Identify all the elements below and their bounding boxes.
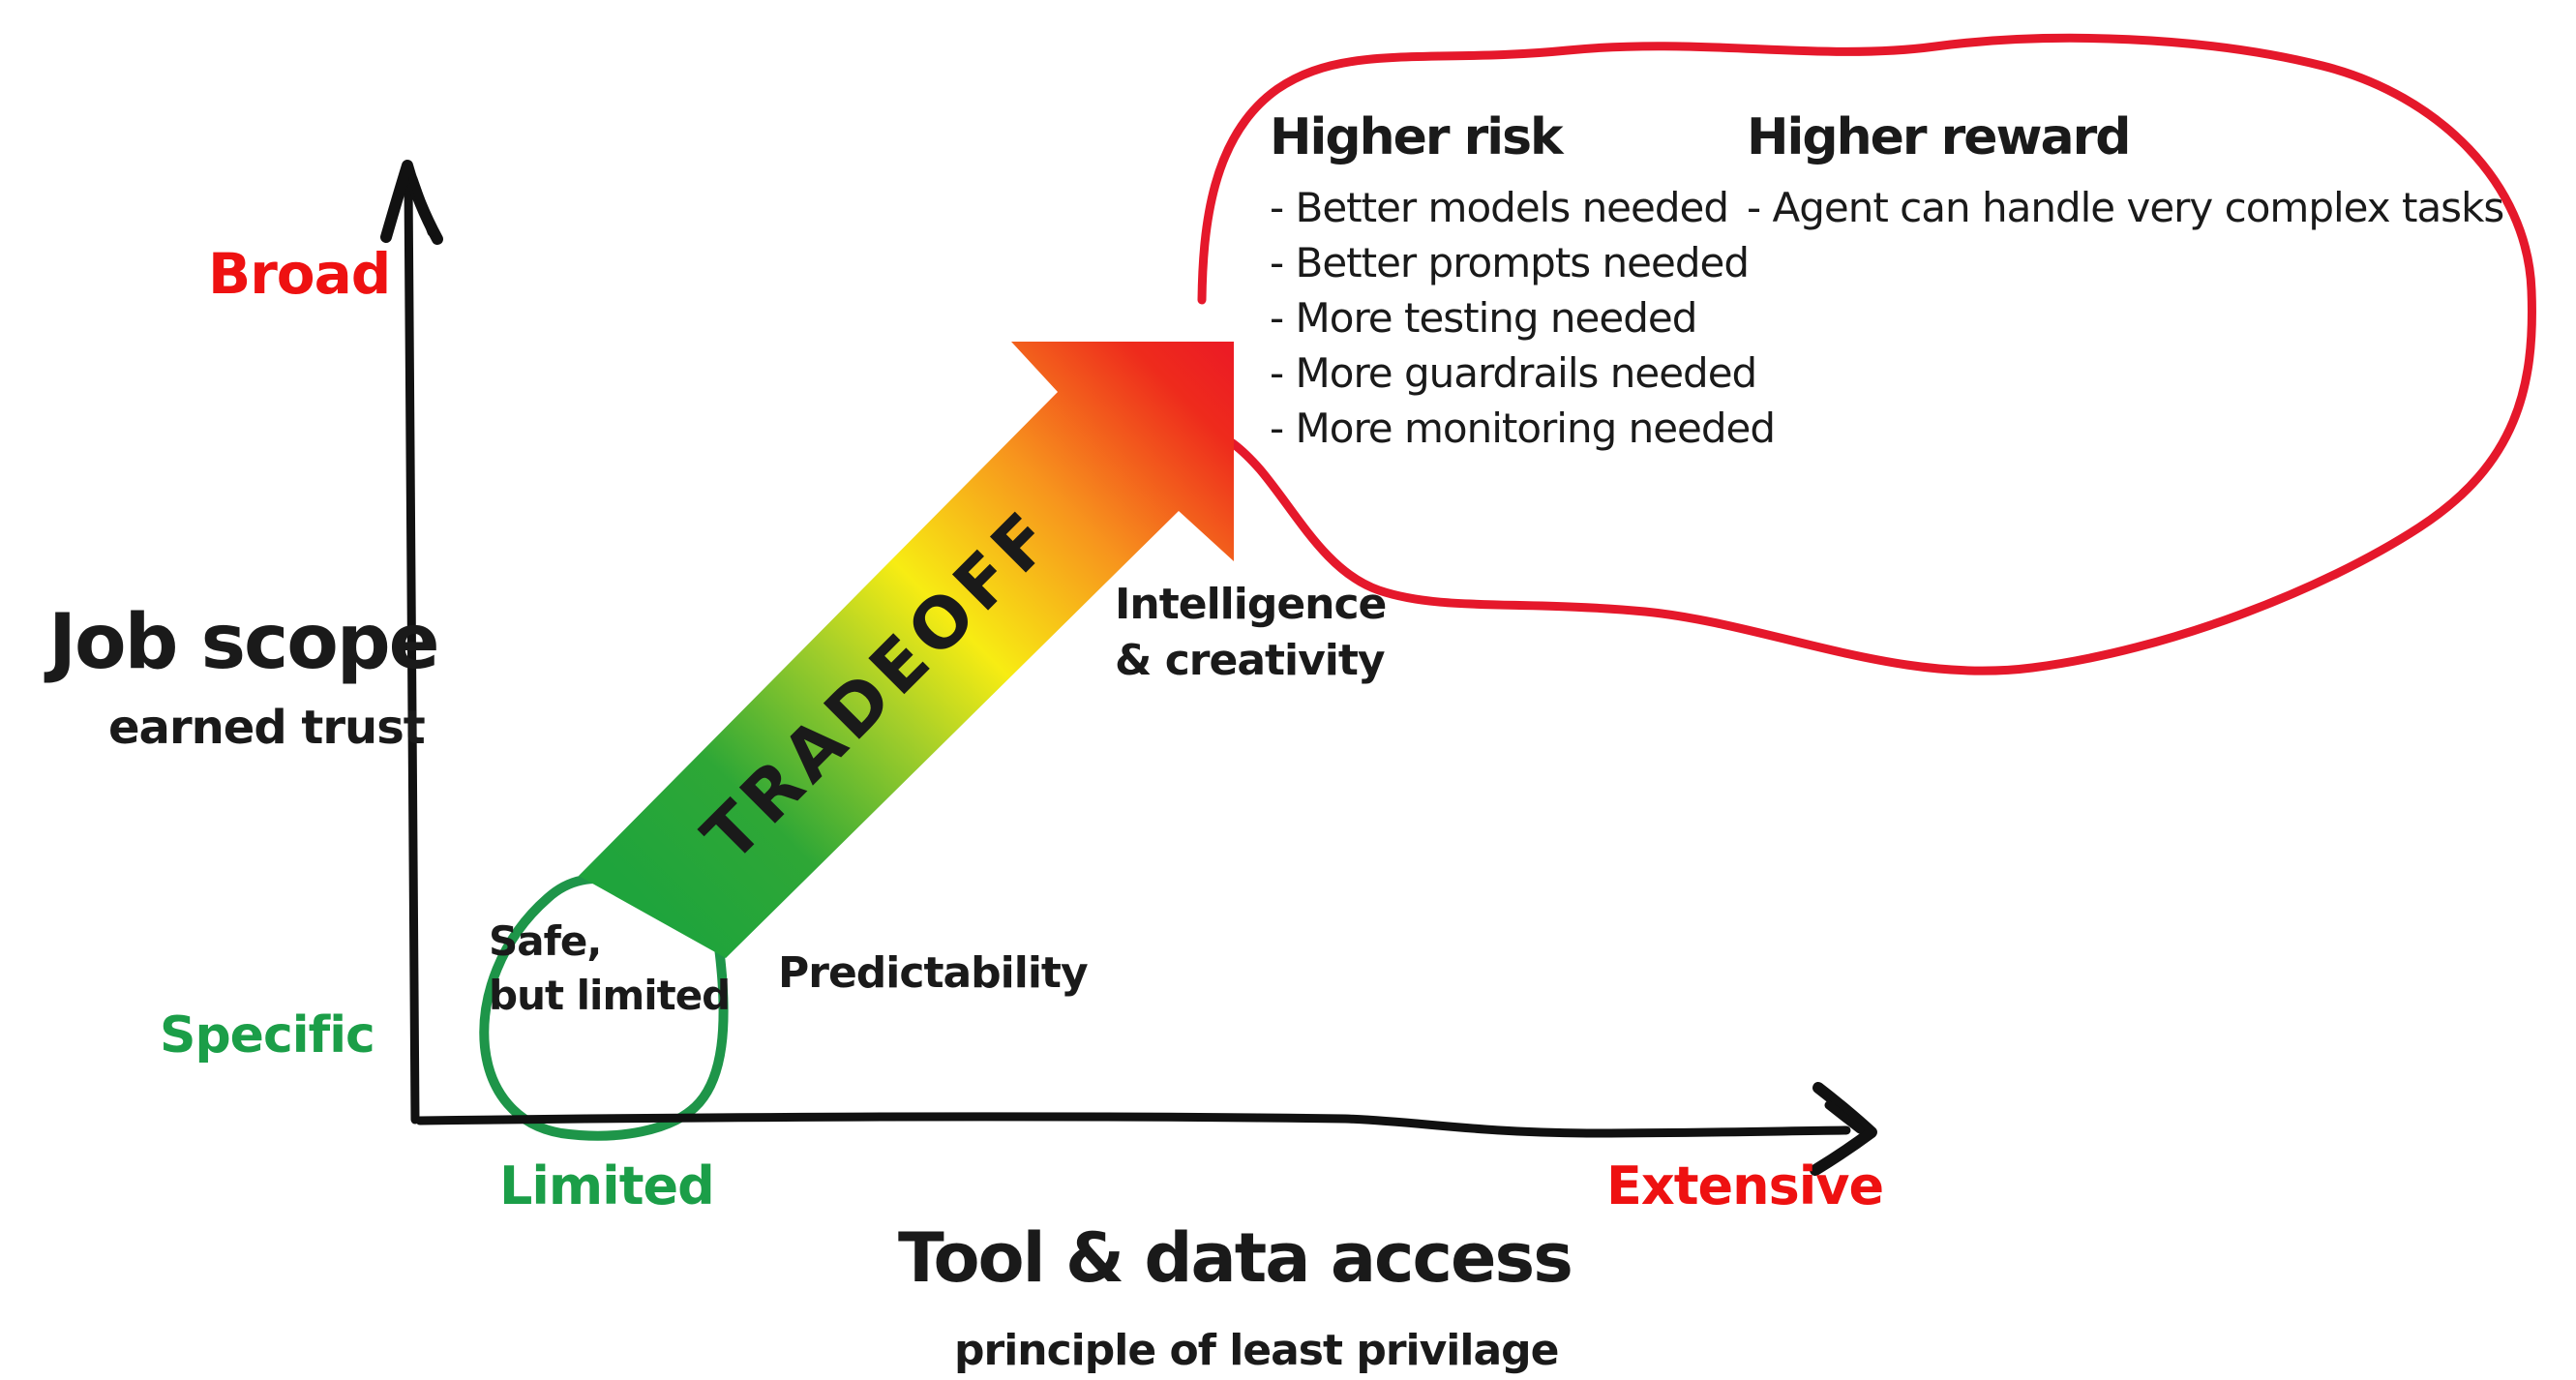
y-axis-subtitle: earned trust — [108, 701, 426, 755]
higher-risk-item: - More guardrails needed — [1270, 349, 1757, 397]
higher-reward-item: - Agent can handle very complex tasks — [1747, 184, 2504, 231]
intelligence-label-line2: & creativity — [1115, 636, 1386, 685]
higher-reward-title: Higher reward — [1747, 108, 2132, 166]
y-axis-line — [404, 171, 420, 1125]
y-axis-title: Job scope — [48, 599, 440, 686]
intelligence-creativity-label: Intelligence & creativity — [1115, 577, 1387, 689]
x-axis-arrowhead-accent — [1824, 1100, 1865, 1134]
higher-risk-item: - Better prompts needed — [1270, 239, 1750, 286]
x-axis-title: Tool & data access — [898, 1218, 1573, 1298]
higher-risk-item: - More testing needed — [1270, 294, 1697, 342]
risk-reward-region-outline — [1197, 33, 2536, 675]
higher-risk-item: - More monitoring needed — [1270, 405, 1776, 452]
higher-reward-panel: Higher reward - Agent can handle very co… — [1747, 108, 2504, 235]
y-axis-top-label: Broad — [208, 241, 391, 307]
x-axis-subtitle: principle of least privilage — [954, 1326, 1560, 1375]
higher-risk-item: - Better models needed — [1270, 184, 1729, 231]
safe-region-label-line2: but limited — [489, 972, 731, 1019]
x-axis-line — [415, 1112, 1851, 1138]
safe-region-outline — [479, 873, 729, 1141]
x-axis-right-label: Extensive — [1606, 1155, 1884, 1216]
x-axis-arrowhead-icon — [1810, 1082, 1877, 1176]
tradeoff-arrow-label: TRADEOFF — [687, 494, 1071, 878]
safe-region-label-line1: Safe, — [489, 917, 602, 965]
intelligence-label-line1: Intelligence — [1115, 580, 1387, 629]
tradeoff-arrow — [579, 342, 1234, 958]
higher-risk-panel: Higher risk - Better models needed - Bet… — [1270, 108, 1776, 456]
predictability-label: Predictability — [778, 948, 1089, 998]
y-axis-bottom-label: Specific — [160, 1006, 375, 1065]
y-axis-arrowhead-accent — [408, 174, 436, 237]
x-axis-left-label: Limited — [499, 1155, 715, 1216]
higher-risk-title: Higher risk — [1270, 108, 1564, 166]
safe-region-label: Safe, but limited — [489, 915, 731, 1023]
